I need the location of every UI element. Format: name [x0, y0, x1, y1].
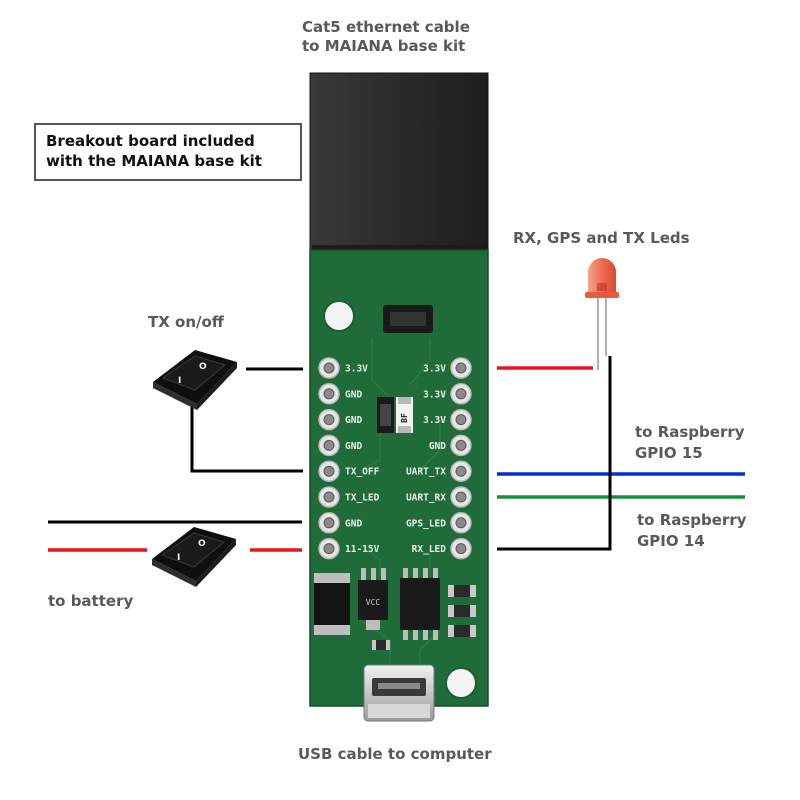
svg-text:I: I — [177, 553, 180, 563]
rpi-gpio15-label-line2: GPIO 15 — [635, 444, 703, 462]
left-pin-label: GND — [345, 389, 362, 400]
svg-text:O: O — [198, 539, 206, 549]
left-pin-hole — [323, 543, 335, 555]
ic-chip — [400, 578, 440, 630]
right-pin-label: GND — [429, 441, 446, 452]
right-pin-header: 3.3V 3.3V 3.3V GND UART_TX UART_RX GPS_LED RX_L… — [406, 357, 472, 560]
led-icon — [585, 258, 619, 370]
rpi-gpio15-label-line1: to Raspberry — [635, 423, 745, 441]
left-pin-label: GND — [345, 415, 362, 426]
svg-text:I: I — [178, 376, 181, 386]
left-pin-label: TX_OFF — [345, 467, 380, 478]
left-pin-hole — [323, 465, 335, 477]
right-pin-label: RX_LED — [412, 544, 447, 555]
leds-label: RX, GPS and TX Leds — [513, 229, 690, 247]
tx-switch-rocker-switch-icon: O I — [153, 350, 237, 410]
right-pin-hole — [455, 414, 467, 426]
right-pin-label: UART_RX — [406, 493, 446, 504]
regulator-chip-mark: VCC — [366, 598, 381, 607]
left-pin-label: 11-15V — [345, 544, 380, 555]
right-pin-label: GPS_LED — [406, 518, 446, 529]
micro-usb-port-icon — [363, 664, 435, 722]
wire-tx-off — [190, 404, 303, 473]
wires — [48, 356, 745, 552]
left-pin-label: GND — [345, 441, 362, 452]
regulator-chip — [358, 580, 388, 620]
bf-component — [396, 397, 413, 433]
left-pin-hole — [323, 439, 335, 451]
right-pin-hole — [455, 517, 467, 529]
mounting-hole-top — [323, 300, 355, 332]
right-pin-hole — [455, 362, 467, 374]
right-pin-hole — [455, 439, 467, 451]
left-pin-hole — [323, 517, 335, 529]
labels: Cat5 ethernet cable to MAIANA base kit B… — [46, 18, 747, 763]
left-pin-hole — [323, 491, 335, 503]
left-pin-label: TX_LED — [345, 493, 380, 504]
cable-label-line1: Cat5 ethernet cable — [302, 18, 470, 36]
right-pin-hole — [455, 388, 467, 400]
usb-label: USB cable to computer — [298, 745, 492, 763]
breakout-note-line2: with the MAIANA base kit — [46, 152, 262, 170]
right-pin-hole — [455, 491, 467, 503]
left-pin-hole — [323, 414, 335, 426]
right-pin-hole — [455, 543, 467, 555]
right-pin-label: 3.3V — [423, 364, 446, 375]
right-pin-label: 3.3V — [423, 415, 446, 426]
left-pin-label: GND — [345, 518, 362, 529]
svg-text:O: O — [199, 362, 207, 372]
tx-switch-label: TX on/off — [148, 313, 225, 331]
left-pin-hole — [323, 388, 335, 400]
breakout-note-line1: Breakout board included — [46, 132, 255, 150]
cable-label-line2: to MAIANA base kit — [302, 37, 465, 55]
mounting-hole-bottom — [445, 667, 477, 699]
left-pin-hole — [323, 362, 335, 374]
battery-label: to battery — [48, 592, 133, 610]
right-pin-label: 3.3V — [423, 389, 446, 400]
breakout-note-box — [34, 123, 302, 181]
wire-rx-led — [497, 356, 612, 551]
smd-resistors — [372, 585, 476, 650]
diode — [314, 573, 350, 635]
rpi-gpio14-label-line2: GPIO 14 — [637, 532, 705, 550]
left-pin-label: 3.3V — [345, 364, 368, 375]
right-pin-label: UART_TX — [406, 467, 446, 478]
bf-component-mark: BF — [400, 413, 409, 423]
battery-switch-rocker-switch-icon: O I — [152, 527, 236, 587]
rpi-gpio14-label-line1: to Raspberry — [637, 511, 747, 529]
right-pin-hole — [455, 465, 467, 477]
left-pin-header: 3.3V GND GND GND TX_OFF TX_LED GND 11-15V — [318, 357, 380, 560]
